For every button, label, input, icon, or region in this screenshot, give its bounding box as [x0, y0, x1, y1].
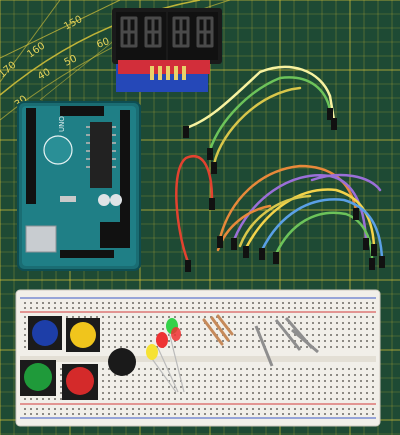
wire-connector	[363, 238, 369, 250]
jumper-wire	[310, 173, 382, 192]
jumper-wire	[175, 155, 214, 264]
wire-connector	[185, 260, 191, 272]
wire-connector	[207, 148, 213, 160]
jumper-wire	[244, 188, 376, 250]
breadboard	[15, 289, 381, 427]
wire-connector	[259, 248, 265, 260]
wire-connector	[369, 258, 375, 270]
wire-connector	[183, 126, 189, 138]
leds	[146, 318, 185, 393]
wire-connector	[327, 108, 333, 120]
arduino-board: UNO	[17, 101, 141, 271]
jumper-wire	[218, 164, 358, 240]
jumper-wire	[184, 65, 336, 130]
jumper-wire	[260, 198, 384, 260]
wire-connector	[217, 236, 223, 248]
jumper-wire	[238, 194, 312, 248]
wire-connector	[209, 198, 215, 210]
arduino-label: UNO	[58, 116, 66, 132]
red-button	[66, 367, 94, 395]
jumper-wire	[212, 86, 302, 166]
wire-connector	[371, 244, 377, 256]
wire-connector	[379, 256, 385, 268]
ruler-label: 60	[95, 36, 111, 51]
resistors	[202, 314, 234, 346]
wire-connector	[243, 246, 249, 258]
blue-button	[32, 320, 58, 346]
green-button	[24, 363, 52, 391]
yellow-button	[70, 322, 96, 348]
wire-connector	[273, 252, 279, 264]
push-buttons	[20, 316, 100, 400]
led-yellow	[146, 344, 158, 360]
wire-connector	[331, 118, 337, 130]
buzzer	[108, 348, 136, 376]
jumper-wires	[175, 65, 385, 272]
jumper-pins	[254, 317, 319, 367]
alphanumeric-display-module	[112, 8, 222, 92]
jumper-wire	[208, 76, 332, 152]
wire-connector	[353, 208, 359, 220]
ruler-label: 50	[63, 53, 79, 68]
wire-connector	[211, 162, 217, 174]
wire-connector	[231, 238, 237, 250]
led-red	[156, 332, 168, 348]
